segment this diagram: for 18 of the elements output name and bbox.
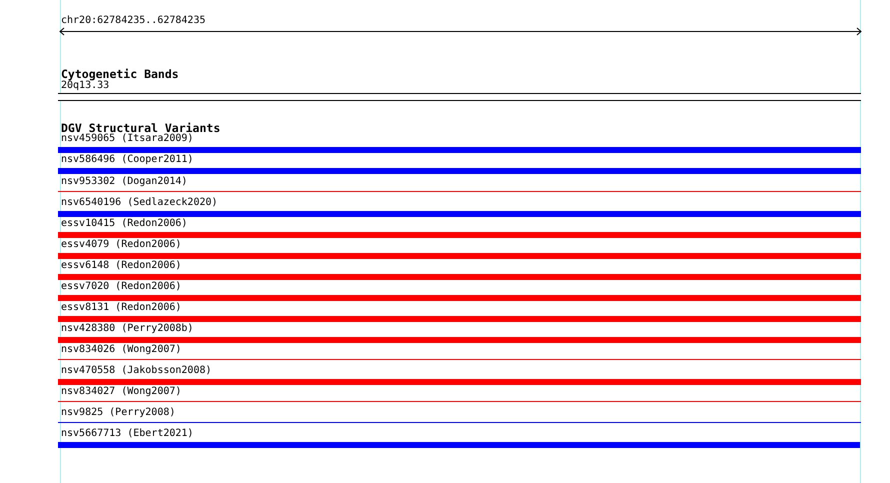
feature-label: nsv6540196 (Sedlazeck2020): [61, 197, 218, 209]
feature-label: nsv834026 (Wong2007): [61, 344, 182, 356]
feature-label: nsv470558 (Jakobsson2008): [61, 365, 212, 377]
feature-label: essv8131 (Redon2006): [61, 302, 182, 314]
feature-label: nsv459065 (Itsara2009): [61, 133, 194, 145]
coordinate-label: chr20:62784235..62784235: [61, 15, 206, 27]
feature-label: essv10415 (Redon2006): [61, 218, 188, 230]
feature-label: nsv5667713 (Ebert2021): [61, 428, 194, 440]
feature-label: nsv428380 (Perry2008b): [61, 323, 194, 335]
feature-label: nsv834027 (Wong2007): [61, 386, 182, 398]
feature-label: nsv9825 (Perry2008): [61, 407, 176, 419]
feature-label: nsv953302 (Dogan2014): [61, 176, 188, 188]
feature-label: essv6148 (Redon2006): [61, 260, 182, 272]
feature-label: essv4079 (Redon2006): [61, 239, 182, 251]
band-label: 20q13.33: [61, 80, 110, 92]
feature-label: nsv586496 (Cooper2011): [61, 154, 194, 166]
track-title: Cytogenetic Bands: [61, 67, 179, 81]
feature-label: essv7020 (Redon2006): [61, 281, 182, 293]
